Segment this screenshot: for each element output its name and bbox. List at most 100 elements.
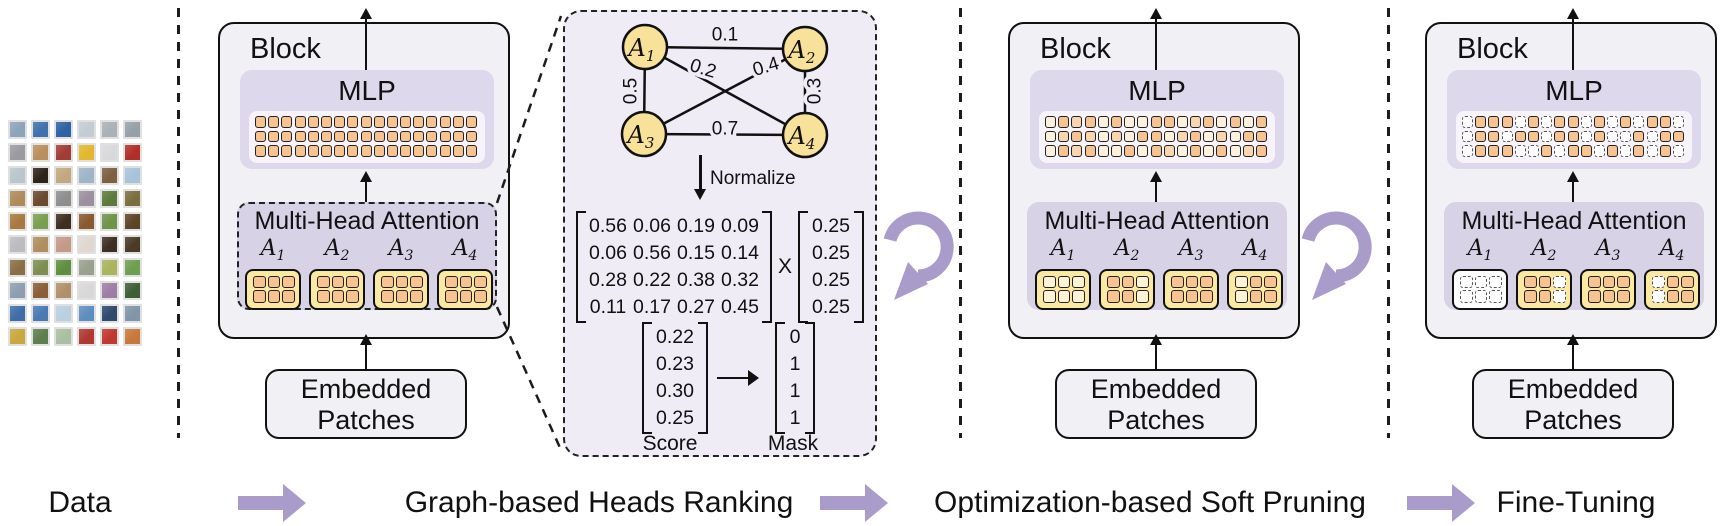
unit-square bbox=[400, 130, 412, 142]
unit-square bbox=[360, 130, 372, 142]
vector-cell: 0.25 bbox=[812, 242, 850, 264]
unit-square bbox=[281, 145, 293, 157]
unit-square bbox=[1633, 116, 1645, 128]
dataset-thumbnail bbox=[100, 120, 119, 139]
graph-node bbox=[781, 111, 829, 159]
unit-square bbox=[317, 275, 330, 288]
unit-square bbox=[1474, 275, 1487, 288]
unit-square bbox=[347, 130, 359, 142]
unit-square bbox=[282, 275, 295, 288]
unit-square bbox=[347, 145, 359, 157]
unit-square bbox=[1124, 145, 1136, 157]
unit-square bbox=[331, 275, 344, 288]
unit-square bbox=[1124, 130, 1136, 142]
unit-square bbox=[1071, 130, 1083, 142]
dataset-thumbnails bbox=[8, 120, 142, 346]
unit-square bbox=[413, 145, 425, 157]
matrix-cell: 0.27 bbox=[677, 296, 715, 318]
unit-square bbox=[1045, 116, 1056, 128]
dataset-thumbnail bbox=[123, 281, 142, 300]
mha-box: Multi-Head Attention A1 A2 A3 A4 bbox=[1444, 202, 1704, 310]
graph-node bbox=[781, 25, 829, 73]
graph-edge bbox=[643, 132, 806, 137]
matrix-cell: 0.22 bbox=[633, 269, 671, 291]
unit-square bbox=[1203, 145, 1215, 157]
unit-square bbox=[1460, 275, 1473, 288]
unit-square bbox=[1580, 116, 1592, 128]
dataset-thumbnail bbox=[54, 304, 73, 323]
dataset-thumbnail bbox=[54, 143, 73, 162]
unit-square bbox=[1185, 290, 1198, 303]
dataset-thumbnail bbox=[100, 189, 119, 208]
attention-head-3: A3 bbox=[373, 236, 429, 310]
unit-square bbox=[1190, 130, 1202, 142]
unit-square bbox=[1633, 130, 1645, 142]
dataset-thumbnail bbox=[123, 304, 142, 323]
unit-square bbox=[1462, 116, 1473, 128]
unit-square bbox=[1110, 145, 1122, 157]
unit-square bbox=[1554, 116, 1566, 128]
unit-square bbox=[1264, 290, 1277, 303]
unit-square bbox=[1200, 290, 1213, 303]
flow-step-data: Data bbox=[48, 486, 112, 519]
unit-square bbox=[1071, 116, 1083, 128]
unit-square bbox=[1488, 116, 1500, 128]
unit-square bbox=[331, 290, 344, 303]
unit-square bbox=[267, 275, 280, 288]
dataset-thumbnail bbox=[31, 327, 50, 346]
unit-square bbox=[1652, 275, 1665, 288]
edge-weight-label: 0.5 bbox=[621, 78, 642, 104]
unit-square bbox=[1242, 130, 1254, 142]
unit-square bbox=[426, 116, 438, 128]
unit-square bbox=[1071, 145, 1083, 157]
unit-square bbox=[466, 116, 477, 128]
output-arrow bbox=[1566, 8, 1580, 70]
unit-square bbox=[1256, 130, 1267, 142]
dataset-thumbnail bbox=[8, 327, 27, 346]
unit-square bbox=[1588, 275, 1601, 288]
dataset-thumbnail bbox=[8, 166, 27, 185]
vector-cell: 0.30 bbox=[656, 380, 694, 402]
dataset-thumbnail bbox=[31, 166, 50, 185]
dataset-thumbnail bbox=[8, 304, 27, 323]
unit-square bbox=[1659, 130, 1671, 142]
unit-square bbox=[1659, 116, 1671, 128]
mlp-box: MLP bbox=[1447, 70, 1701, 169]
vector-cell: 1 bbox=[789, 353, 801, 375]
dataset-thumbnail bbox=[54, 120, 73, 139]
unit-square bbox=[1216, 116, 1228, 128]
multiply-sign: X bbox=[777, 255, 792, 278]
unit-square bbox=[1256, 145, 1267, 157]
unit-square bbox=[1501, 145, 1513, 157]
mlp-neuron-grid bbox=[1456, 111, 1692, 162]
unit-square bbox=[1501, 130, 1513, 142]
unit-square bbox=[413, 116, 425, 128]
unit-square bbox=[373, 130, 385, 142]
mha-box: Multi-Head Attention A1 A2 A3 A4 bbox=[1027, 202, 1287, 310]
dataset-thumbnail bbox=[31, 258, 50, 277]
dataset-thumbnail bbox=[100, 281, 119, 300]
unit-square bbox=[255, 130, 266, 142]
unit-square bbox=[1620, 130, 1632, 142]
stage-divider-2 bbox=[959, 8, 962, 438]
unit-square bbox=[307, 116, 319, 128]
graph-edge bbox=[644, 45, 806, 51]
unit-square bbox=[268, 116, 280, 128]
unit-square bbox=[1602, 290, 1615, 303]
matrix-cell: 0.45 bbox=[721, 296, 759, 318]
matrix-cell: 0.17 bbox=[633, 296, 671, 318]
flow-arrow-3 bbox=[1407, 484, 1475, 522]
dataset-thumbnail bbox=[100, 327, 119, 346]
mlp-box: MLP bbox=[240, 70, 494, 169]
unit-square bbox=[1163, 130, 1175, 142]
unit-square bbox=[1673, 130, 1684, 142]
matrix-cell: 0.06 bbox=[633, 215, 671, 237]
dataset-thumbnail bbox=[100, 304, 119, 323]
vector-cell: 1 bbox=[789, 407, 801, 429]
unit-square bbox=[373, 116, 385, 128]
unit-square bbox=[1185, 275, 1198, 288]
attention-head-1: A1 bbox=[1452, 236, 1508, 310]
unit-square bbox=[474, 290, 487, 303]
matrix-cell: 0.56 bbox=[589, 215, 627, 237]
unit-square bbox=[320, 116, 332, 128]
